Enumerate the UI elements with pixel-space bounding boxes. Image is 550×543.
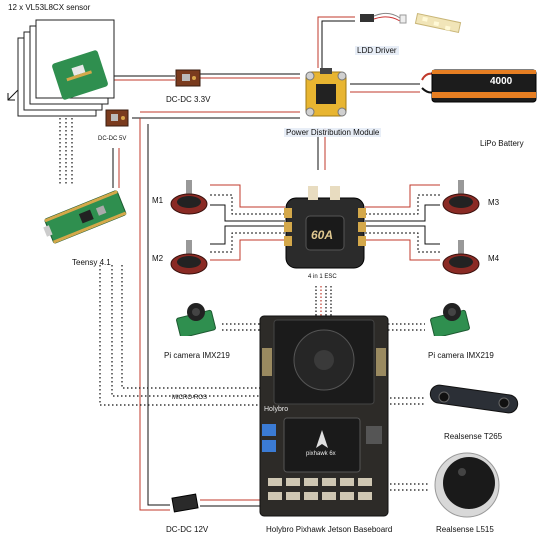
teensy-board (40, 186, 130, 246)
wire-teensy-baseboard (99, 265, 262, 406)
motor-m3-label: M3 (488, 198, 500, 207)
lipo-capacity: 4000 (490, 76, 513, 87)
power-distribution-module (300, 66, 352, 122)
wire-lipo-pdm (350, 83, 420, 93)
dcdc-5v-label: DC-DC 5V (98, 136, 127, 142)
dcdc-3v3-module (174, 68, 202, 88)
pi-camera-left (174, 300, 220, 339)
wire-motors-esc (210, 184, 440, 261)
motor-m2 (168, 240, 210, 278)
wire-sensor-power (108, 73, 300, 81)
sensor-array-label: 12 x VL53L8CX sensor (8, 3, 91, 12)
pi-camera-right (428, 300, 474, 339)
dcdc-12v-label: DC-DC 12V (166, 525, 209, 534)
wire-cameras-baseboard (222, 323, 425, 331)
esc-board (284, 184, 366, 270)
sensor-array (16, 16, 126, 126)
teensy-label: Teensy 4.1 (72, 258, 111, 267)
realsense-l515-label: Realsense L515 (436, 525, 494, 534)
lipo-label: LiPo Battery (480, 139, 524, 148)
jetson-baseboard (258, 314, 390, 518)
motor-m1-label: M1 (152, 196, 164, 205)
esc-label: 4 in 1 ESC (308, 274, 337, 280)
pi-camera-left-label: Pi camera IMX219 (164, 351, 230, 360)
micro-ros-label: MICRO-ROS (172, 395, 207, 401)
pdm-label: Power Distribution Module (284, 128, 382, 137)
pi-camera-right-label: Pi camera IMX219 (428, 351, 494, 360)
motor-m2-label: M2 (152, 254, 164, 263)
motor-m3 (440, 180, 482, 218)
sensor-board-icon (52, 50, 108, 100)
ldd-driver (356, 6, 466, 42)
baseboard-label: Holybro Pixhawk Jetson Baseboard (266, 525, 393, 534)
motor-m4-label: M4 (488, 254, 500, 263)
dcdc-3v3-label: DC-DC 3.3V (166, 95, 211, 104)
pixhawk-marking: pixhawk 6x (306, 451, 336, 457)
motor-m1 (168, 180, 210, 218)
dcdc-5v-module (104, 108, 130, 128)
baseboard-brand: Holybro (264, 406, 289, 413)
wire-sensor-teensy (59, 110, 73, 185)
wire-ldd-pdm (317, 16, 355, 68)
esc-marking: 60A (311, 228, 334, 242)
lipo-battery (420, 66, 540, 108)
realsense-t265-label: Realsense T265 (444, 432, 503, 441)
wire-dcdc5-teensy (112, 148, 120, 188)
motor-m4 (440, 240, 482, 278)
realsense-l515 (432, 450, 502, 520)
dcdc-12v-module (170, 492, 200, 514)
realsense-t265 (428, 384, 520, 414)
wire-pdm-dcdc (132, 111, 300, 511)
ldd-driver-label: LDD Driver (355, 46, 399, 55)
wire-esc-baseboard (315, 286, 332, 316)
wire-realsense-baseboard (390, 397, 430, 491)
